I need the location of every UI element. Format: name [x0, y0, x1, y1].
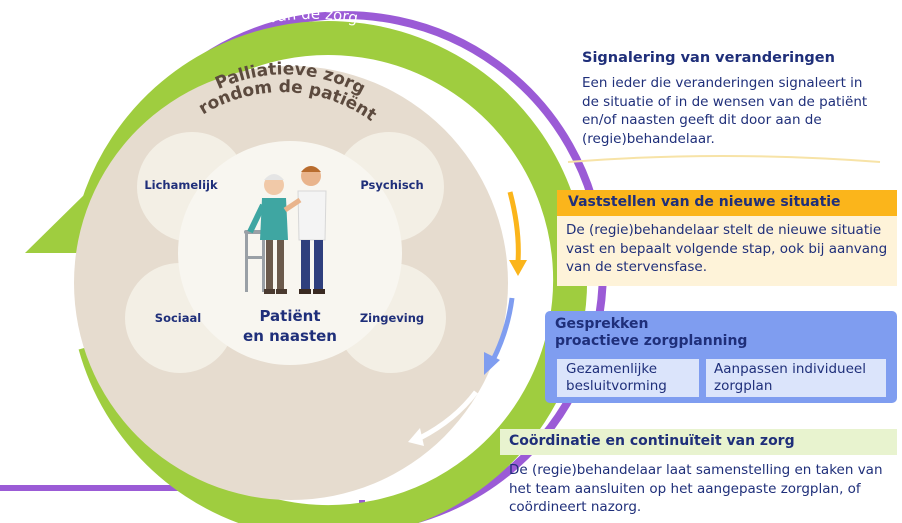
signalering-body: Een ieder die veranderingen signaleert i…: [582, 75, 868, 147]
vaststellen-body: De (regie)behandelaar stelt de nieuwe si…: [566, 222, 888, 275]
coordinatie-body: De (regie)behandelaar laat samenstelling…: [509, 462, 883, 515]
center-label-line2: en naasten: [243, 327, 337, 345]
blue-step-arrow: [490, 297, 515, 362]
coordinatie-header-bar: [500, 429, 897, 455]
white-arrow-head: [408, 428, 424, 446]
signalering-bracket: [567, 155, 881, 163]
vaststellen-title: Vaststellen van de nieuwe situatie: [568, 194, 841, 210]
center-label-line1: Patiënt: [259, 307, 320, 325]
orange-arrow-head: [509, 260, 527, 276]
gesprekken-sub-box-2: [706, 359, 886, 397]
gesprekken-sub-label-2: Aanpassen individueel zorgplan: [714, 361, 866, 394]
gesprekken-title: Gesprekken proactieve zorgplanning: [555, 316, 855, 350]
domain-label-sociaal: Sociaal: [155, 311, 201, 325]
gesprekken-title-line1: Gesprekken: [555, 316, 649, 332]
gesprekken-sub-label-1: Gezamenlijke besluitvorming: [566, 361, 667, 394]
center-circle: [178, 141, 402, 365]
patient-caregiver-illustration: [244, 166, 327, 294]
vaststellen-header-bar: [557, 190, 897, 216]
coordinatie-title: Coördinatie en continuïteit van zorg: [509, 433, 795, 449]
orange-step-arrow: [507, 191, 521, 263]
green-ring-divider-1: [505, 199, 514, 261]
signalering-title: Signalering van veranderingen: [582, 50, 835, 66]
gesprekken-sub-box-1: [557, 359, 699, 397]
domain-label-psychisch: Psychisch: [360, 178, 423, 192]
gesprekken-title-line2: proactieve zorgplanning: [555, 333, 748, 349]
blue-arrow-head: [484, 352, 500, 375]
vaststellen-box: [557, 216, 897, 286]
domain-label-zingeving: Zingeving: [360, 311, 424, 325]
domain-label-lichamelijk: Lichamelijk: [144, 178, 218, 192]
white-step-arrow: [418, 390, 478, 441]
